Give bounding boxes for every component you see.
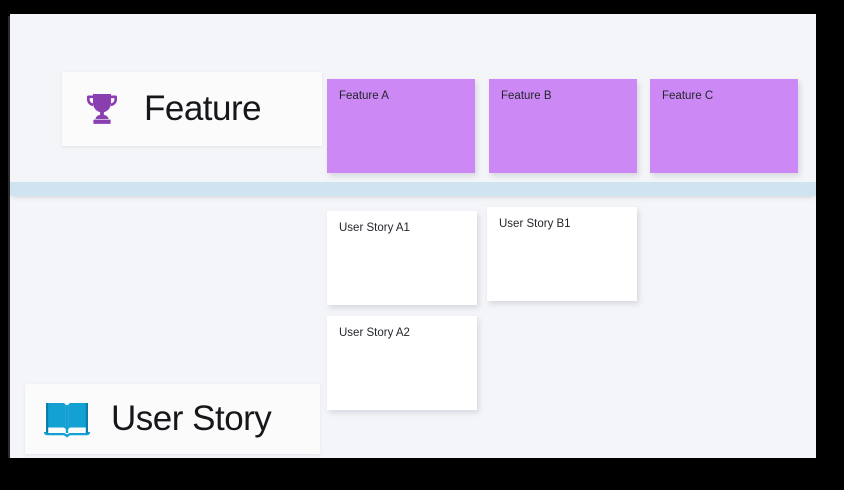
lane-title-feature: Feature	[144, 89, 262, 128]
lane-header-user-story[interactable]: User Story	[25, 384, 320, 454]
card-feature-c[interactable]: Feature C	[650, 79, 798, 173]
trophy-icon	[82, 89, 122, 129]
swimlane-user-story: User Story User Story A1 User Story B1 U…	[10, 196, 816, 458]
card-feature-a[interactable]: Feature A	[327, 79, 475, 173]
board-canvas: Feature Feature A Feature B Feature C	[10, 14, 816, 458]
card-label: User Story A2	[339, 327, 410, 339]
card-feature-b[interactable]: Feature B	[489, 79, 637, 173]
lane-header-feature[interactable]: Feature	[62, 72, 322, 146]
card-user-story-b1[interactable]: User Story B1	[487, 207, 637, 301]
card-user-story-a1[interactable]: User Story A1	[327, 211, 477, 305]
canvas-left-rule	[8, 16, 10, 458]
card-label: Feature B	[501, 90, 552, 102]
card-user-story-a2[interactable]: User Story A2	[327, 316, 477, 410]
card-label: User Story B1	[499, 218, 571, 230]
card-label: Feature A	[339, 90, 389, 102]
swimlane-feature: Feature Feature A Feature B Feature C	[10, 14, 816, 182]
card-label: User Story A1	[339, 222, 410, 234]
card-label: Feature C	[662, 90, 714, 102]
lane-title-user-story: User Story	[111, 399, 272, 438]
lane-divider	[10, 182, 816, 196]
open-book-icon	[43, 398, 91, 440]
